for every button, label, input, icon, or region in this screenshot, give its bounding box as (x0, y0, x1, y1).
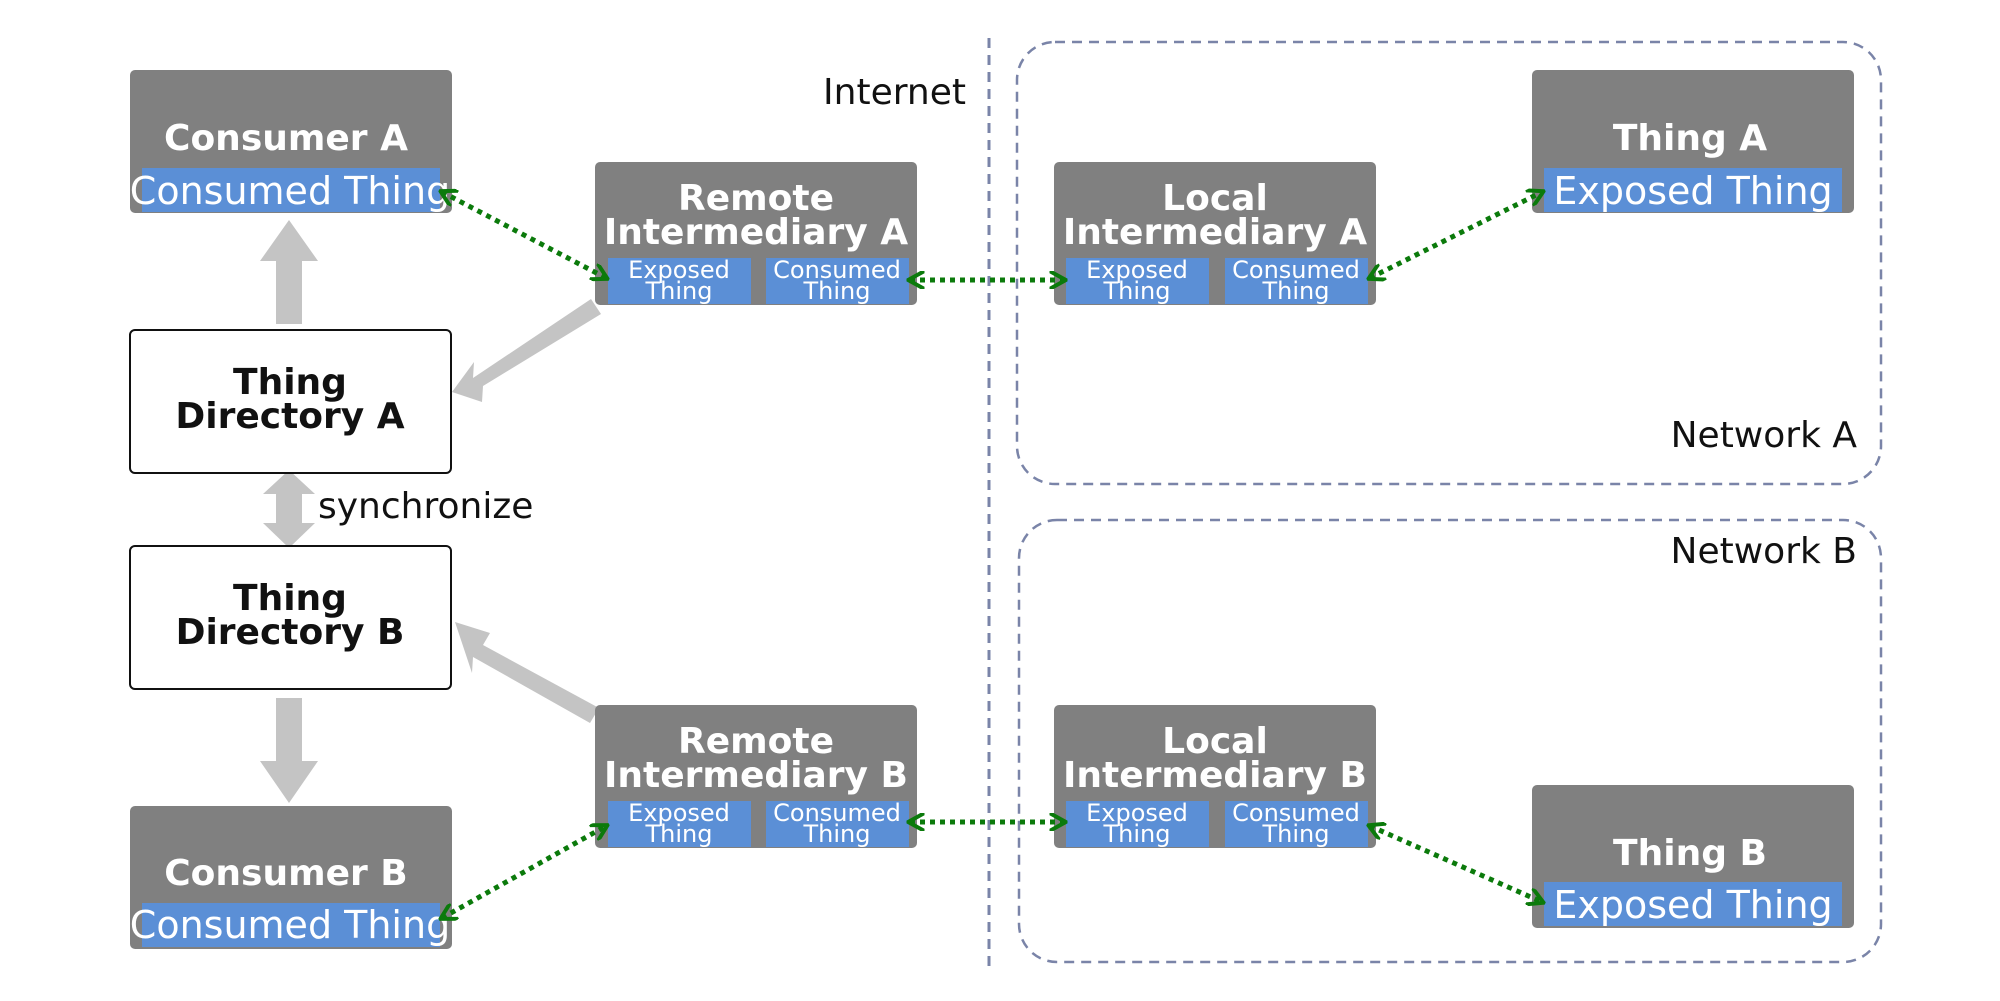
consumer-b[interactable]: Consumer B Consumed Thing (130, 806, 452, 949)
thing-a-sub: Exposed Thing (1553, 169, 1832, 213)
thing-directory-a-line1: Thing (233, 362, 347, 403)
local-b-consumed-thing (1225, 801, 1368, 847)
local-b-consumed-line1: Consumed (1232, 799, 1360, 827)
thing-b-title: Thing B (1613, 833, 1767, 874)
thing-directory-a[interactable]: Thing Directory A (129, 329, 452, 474)
network-a-label: Network A (1671, 415, 1858, 456)
remote-b-line2: Intermediary B (604, 755, 908, 796)
link-consumer-b-remote-b (442, 826, 606, 918)
remote-intermediary-a[interactable]: Remote Intermediary A Exposed Thing Cons… (595, 162, 917, 305)
remote-b-exposed-line2: Thing (645, 820, 713, 848)
remote-b-consumed-line2: Thing (803, 820, 871, 848)
remote-b-exposed-line1: Exposed (628, 799, 730, 827)
remote-a-consumed-line2: Thing (803, 277, 871, 305)
remote-a-exposed-thing (608, 258, 751, 304)
synchronize-label: synchronize (318, 486, 533, 527)
link-local-b-thing-b (1370, 826, 1542, 902)
remote-b-consumed-thing (766, 801, 909, 847)
local-intermediary-a[interactable]: Local Intermediary A Exposed Thing Consu… (1054, 162, 1376, 305)
thing-a[interactable]: Thing A Exposed Thing (1532, 70, 1854, 213)
local-b-exposed-line2: Thing (1103, 820, 1171, 848)
thing-directory-b-line1: Thing (233, 578, 347, 619)
remote-a-line2: Intermediary A (604, 212, 908, 253)
consumer-b-consumed-thing (142, 903, 440, 947)
consumer-b-sub: Consumed Thing (130, 903, 450, 947)
network-a-boundary (1015, 40, 1883, 486)
local-a-exposed-thing (1066, 258, 1209, 304)
local-a-line1: Local (1162, 178, 1268, 219)
consumer-a-sub: Consumed Thing (130, 169, 450, 213)
local-b-line2: Intermediary B (1063, 755, 1367, 796)
network-b-boundary (1017, 518, 1883, 964)
local-a-consumed-line2: Thing (1262, 277, 1330, 305)
link-local-a-thing-a (1370, 192, 1542, 278)
thing-directory-b-line2: Directory B (176, 612, 405, 653)
local-a-consumed-thing (1225, 258, 1368, 304)
local-b-consumed-line2: Thing (1262, 820, 1330, 848)
thing-directory-a-line2: Directory A (175, 396, 404, 437)
internet-label: Internet (823, 72, 966, 113)
arrow-remote-a-to-dir-a (452, 299, 601, 402)
link-consumer-a-remote-a (442, 192, 606, 278)
local-a-exposed-line1: Exposed (1086, 256, 1188, 284)
thing-directory-b[interactable]: Thing Directory B (129, 545, 452, 690)
remote-b-consumed-line1: Consumed (773, 799, 901, 827)
thing-a-exposed-thing (1544, 168, 1842, 212)
remote-b-exposed-thing (608, 801, 751, 847)
local-b-exposed-line1: Exposed (1086, 799, 1188, 827)
local-intermediary-b[interactable]: Local Intermediary B Exposed Thing Consu… (1054, 705, 1376, 848)
local-b-line1: Local (1162, 721, 1268, 762)
remote-a-exposed-line1: Exposed (628, 256, 730, 284)
consumer-a-consumed-thing (142, 168, 440, 212)
consumer-b-title: Consumer B (164, 853, 408, 894)
arrow-dir-b-to-consumer-b (260, 698, 318, 803)
local-a-line2: Intermediary A (1063, 212, 1367, 253)
consumer-a[interactable]: Consumer A Consumed Thing (130, 70, 452, 213)
remote-b-line1: Remote (678, 721, 834, 762)
local-b-exposed-thing (1066, 801, 1209, 847)
arrow-dir-a-dir-b-sync (263, 470, 315, 548)
remote-a-exposed-line2: Thing (645, 277, 713, 305)
arrow-remote-b-to-dir-b (455, 622, 599, 723)
remote-a-consumed-thing (766, 258, 909, 304)
local-a-consumed-line1: Consumed (1232, 256, 1360, 284)
thing-b-sub: Exposed Thing (1553, 883, 1832, 927)
remote-a-consumed-line1: Consumed (773, 256, 901, 284)
thing-b-exposed-thing (1544, 882, 1842, 926)
thing-b[interactable]: Thing B Exposed Thing (1532, 785, 1854, 928)
remote-intermediary-b[interactable]: Remote Intermediary B Exposed Thing Cons… (595, 705, 917, 848)
thing-a-title: Thing A (1613, 118, 1767, 159)
network-b-label: Network B (1671, 531, 1857, 572)
consumer-a-title: Consumer A (164, 118, 408, 159)
local-a-exposed-line2: Thing (1103, 277, 1171, 305)
remote-a-line1: Remote (678, 178, 834, 219)
arrow-dir-a-to-consumer-a (260, 220, 318, 324)
